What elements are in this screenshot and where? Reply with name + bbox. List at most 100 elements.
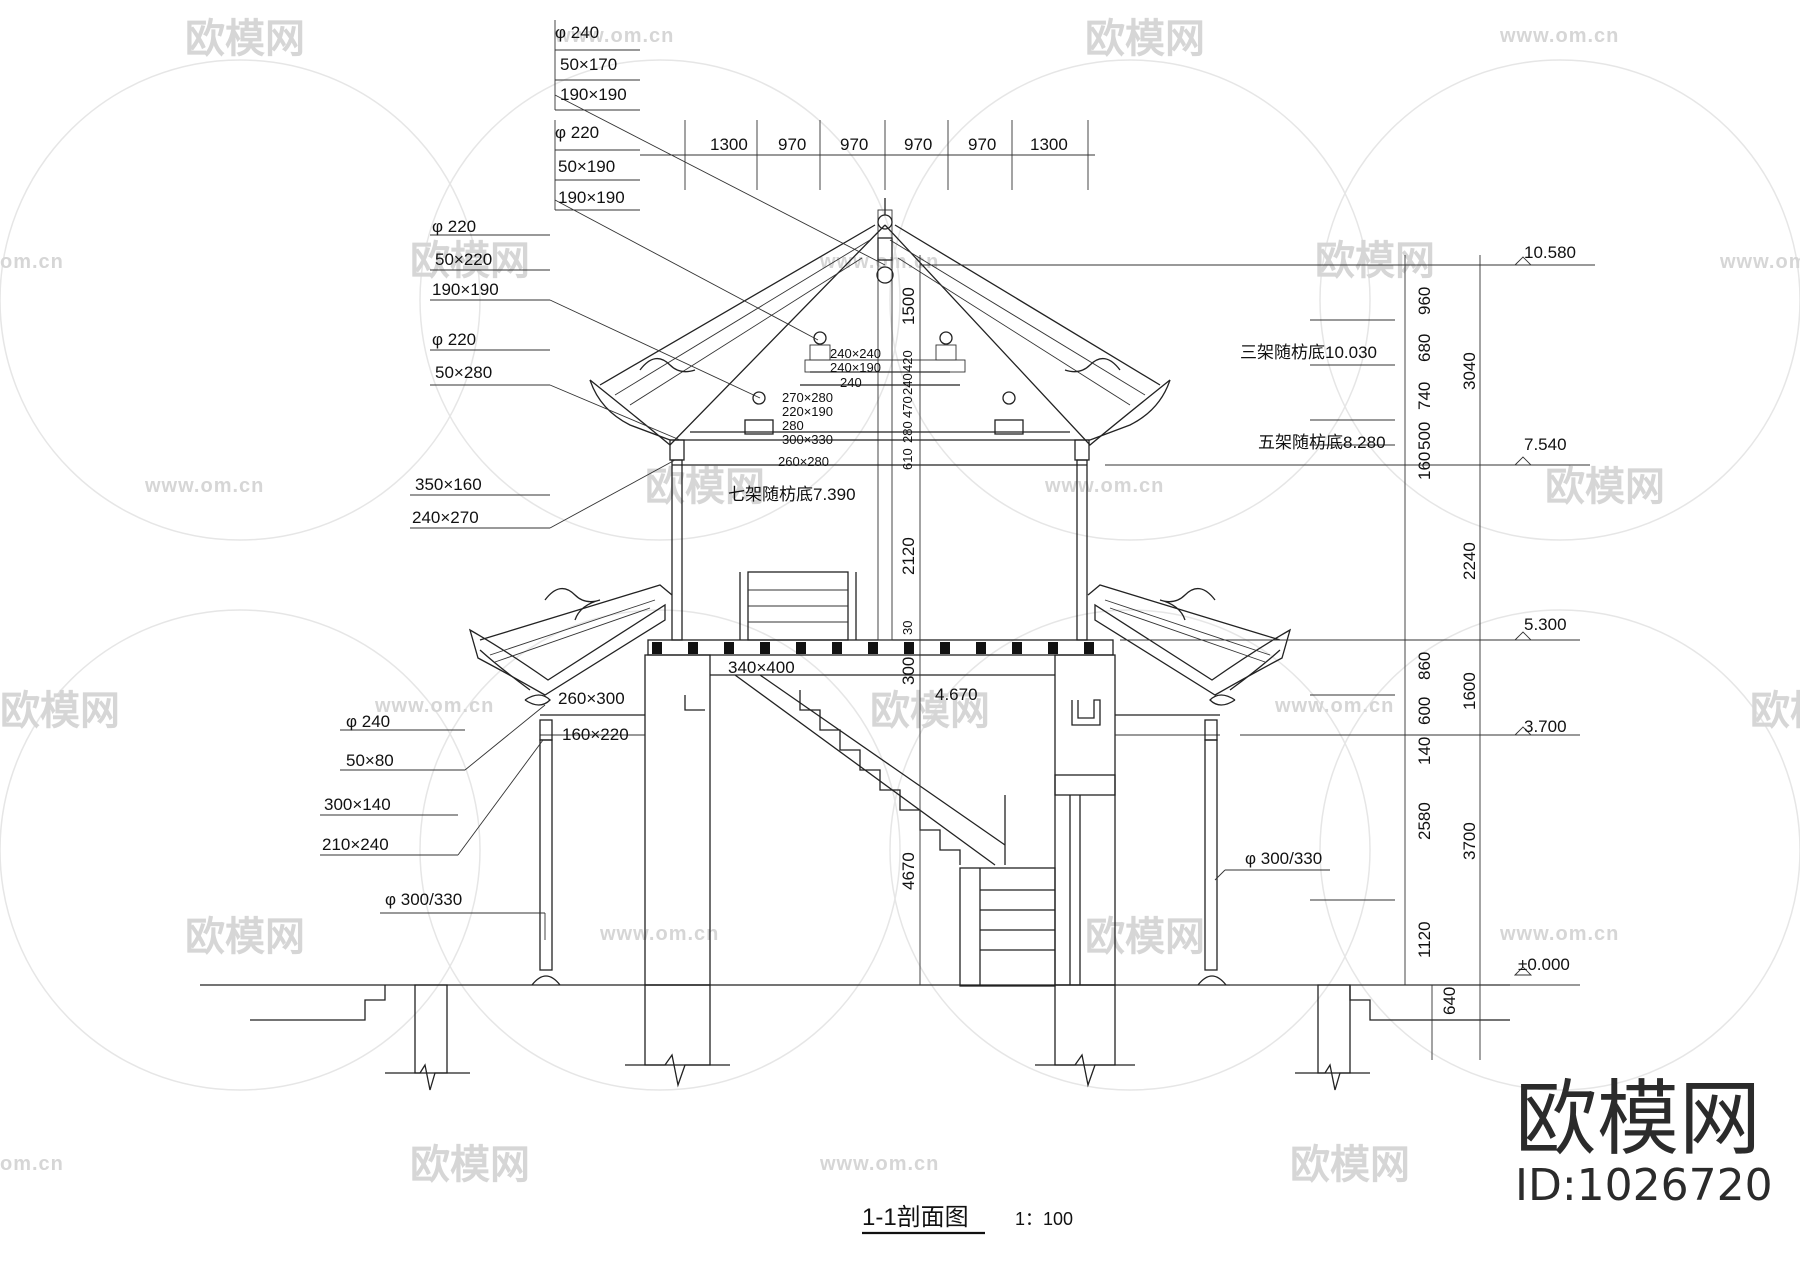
level-note: 五架随枋底8.280: [1258, 433, 1386, 452]
watermark-url: www.om.cn: [1499, 923, 1619, 945]
lower-eave-right: [1087, 584, 1292, 706]
callout-text: φ 220: [432, 330, 476, 349]
watermark-url: www.om.cn: [1274, 695, 1394, 717]
elevation-label: 7.540: [1524, 435, 1567, 454]
upper-roof: [589, 198, 1171, 446]
vdim-right-outer: 3700: [1460, 822, 1479, 860]
level-label: 4.670: [935, 685, 978, 704]
watermark-name: 欧模网: [1085, 17, 1205, 61]
watermark-url: www.om.cn: [819, 1153, 939, 1175]
vdim-right: 740: [1415, 382, 1434, 410]
vdim-right-outer: 1600: [1460, 672, 1479, 710]
watermark-url-partial: om.cn: [0, 251, 64, 273]
watermark-name: 欧模网: [410, 239, 530, 283]
vdim-right: 140: [1415, 737, 1434, 765]
level-note: 三架随枋底10.030: [1240, 343, 1377, 362]
watermark-arcs: [0, 59, 1800, 1091]
top-dim-label: 970: [840, 135, 868, 154]
vdim-center: 2120: [899, 537, 918, 575]
vdim-center: 300: [899, 657, 918, 685]
callout-text: 240×270: [412, 508, 479, 527]
vdim-center: 1500: [899, 287, 918, 325]
watermark-name: 欧模网: [645, 465, 765, 509]
right-inner-dims: 960 680 740 500 160 860 600 140 2580 112…: [1415, 287, 1459, 1015]
vdim-center: 240: [900, 373, 915, 395]
vdim-center: 610: [900, 448, 915, 470]
brand-block: 欧模网 ID:1026720: [1515, 1072, 1773, 1211]
interior-labels: 240×240 240×190 240 270×280 220×190 280 …: [558, 346, 978, 744]
top-dim-label: 970: [904, 135, 932, 154]
vdim-right: 1120: [1415, 921, 1434, 958]
beam-label: 160×220: [562, 725, 629, 744]
callout-text: 190×190: [558, 188, 625, 207]
beam-label: 260×300: [558, 689, 625, 708]
callout-text: φ 300/330: [1245, 849, 1322, 868]
vdim-right: 960: [1415, 287, 1434, 315]
callout-text: φ 240: [555, 23, 599, 42]
callout-text: φ 240: [346, 712, 390, 731]
watermark-name: 欧模网: [1545, 465, 1665, 509]
elevation-label: 3.700: [1524, 717, 1567, 736]
beam-label: 240×240: [830, 346, 881, 361]
vdim-right-outer: 3040: [1460, 352, 1479, 390]
beam-label: 260×280: [778, 454, 829, 469]
stair: [734, 674, 1081, 987]
upper-railing: [739, 571, 857, 641]
center-vertical-dims: 1500 420 240 470 280 610 2120 30 300 467…: [899, 255, 921, 985]
vdim-right-outer: 2240: [1460, 542, 1479, 580]
beam-label-qijia: 七架随枋底7.390: [728, 485, 856, 504]
callout-text: 210×240: [322, 835, 389, 854]
top-dim-label: 970: [968, 135, 996, 154]
callout-text: φ 220: [432, 217, 476, 236]
lower-eave-left: [468, 584, 673, 706]
foundation-footings: [385, 984, 1370, 1091]
watermark-name: 欧模网: [1315, 239, 1435, 283]
vdim-right: 680: [1415, 334, 1434, 362]
watermark-name: 欧模网: [0, 689, 120, 733]
vdim-right: 640: [1440, 987, 1459, 1015]
brand-id: ID:1026720: [1515, 1160, 1773, 1211]
watermark-url: www.om.cn: [1499, 25, 1619, 47]
columns: [531, 209, 1227, 986]
callout-text: φ 300/330: [385, 890, 462, 909]
watermark-name: 欧模网: [185, 915, 305, 959]
watermark-url: www.om.cn: [144, 475, 264, 497]
watermark-name: 欧模网: [870, 689, 990, 733]
vdim-right: 600: [1415, 697, 1434, 725]
elevation-label: 10.580: [1524, 243, 1576, 262]
callout-text: φ 220: [555, 123, 599, 142]
callout-text: 50×280: [435, 363, 492, 382]
watermark-url: www.om.cn: [374, 695, 494, 717]
vdim-center: 4670: [899, 852, 918, 890]
elevation-label: ±0.000: [1518, 955, 1570, 974]
beam-label: 240×190: [830, 360, 881, 375]
elevation-markers: 10.580 7.540 5.300 3.700 ±0.000: [1513, 243, 1576, 976]
vdim-center: 280: [900, 421, 915, 443]
left-callouts: φ 240 50×170 190×190 φ 220 50×190 190×19…: [320, 20, 886, 940]
level-lines: [920, 255, 1595, 1060]
right-outer-dims: 3040 2240 1600 3700: [1460, 352, 1479, 860]
beam-label: 240: [840, 375, 862, 390]
top-dimension-line: [640, 120, 1095, 190]
watermark-name: 欧模网: [1750, 689, 1800, 733]
callout-text: 50×170: [560, 55, 617, 74]
vdim-right: 160: [1415, 452, 1434, 480]
callout-text: 350×160: [415, 475, 482, 494]
top-dim-label: 1300: [710, 135, 748, 154]
vdim-center: 470: [900, 396, 915, 418]
vdim-center: 30: [900, 621, 915, 635]
drawing-title-text: 1-1剖面图: [862, 1204, 969, 1231]
floor-beam-label: 340×400: [728, 658, 795, 677]
beam-label: 280: [782, 418, 804, 433]
watermark-name: 欧模网: [1085, 915, 1205, 959]
right-labels: 三架随枋底10.030 五架随枋底8.280 φ 300/330: [1214, 343, 1386, 881]
callout-text: 300×140: [324, 795, 391, 814]
watermark-name: 欧模网: [410, 1143, 530, 1187]
callout-text: 190×190: [560, 85, 627, 104]
top-dim-label: 1300: [1030, 135, 1068, 154]
floor-slab: [540, 639, 1220, 736]
callout-text: 50×220: [435, 250, 492, 269]
drawing-title: 1-1剖面图 1：100: [862, 1204, 1073, 1235]
vdim-right: 860: [1415, 652, 1434, 680]
